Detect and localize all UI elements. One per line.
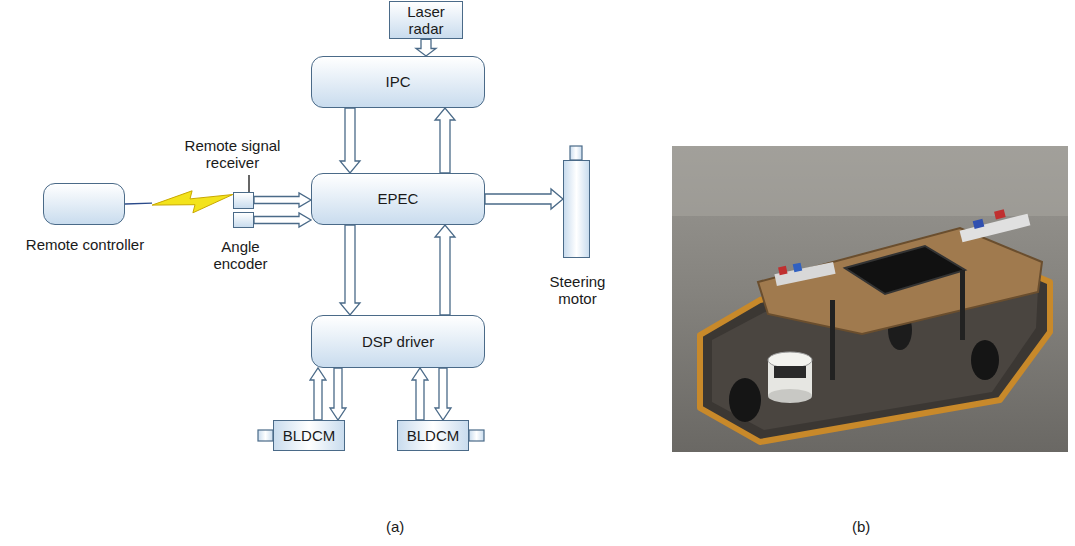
controller-box: EPEC: [311, 173, 485, 225]
block-arrow: [435, 225, 455, 315]
block-arrow: [310, 368, 326, 420]
block-arrow: [435, 368, 451, 420]
outside-label: Steering motor: [541, 273, 615, 308]
box-label: BLDCM: [280, 427, 339, 444]
outside-label: Remote controller: [0, 236, 170, 253]
process-box: IPC: [311, 56, 485, 108]
panel-label: (b): [852, 518, 870, 535]
sensor-box: Laser radar: [389, 1, 463, 40]
panel-label: (a): [386, 518, 404, 535]
block-arrow: [340, 108, 360, 173]
block-arrow: [254, 193, 311, 207]
motor-box: Steering motor: [563, 160, 590, 258]
block-arrow: [485, 189, 563, 209]
block-arrow: [340, 225, 360, 315]
box-label: Laser radar: [390, 3, 462, 38]
receiver-box: Remote signal receiver: [233, 192, 254, 209]
wireless-link: [125, 191, 233, 213]
motor-shaft: [570, 146, 582, 160]
vehicle-photo: [672, 146, 1068, 452]
block-arrow: [330, 368, 346, 420]
box-label: DSP driver: [359, 333, 437, 350]
antenna: [248, 175, 250, 192]
driver-box: DSP driver: [311, 315, 485, 368]
controller-box: Remote controller: [43, 183, 125, 225]
block-arrow: [254, 213, 311, 227]
motor-box: BLDCM: [397, 420, 469, 451]
motor-box: BLDCM: [273, 420, 345, 451]
block-arrow: [435, 108, 455, 173]
motor-shaft: [258, 430, 273, 441]
block-arrow: [412, 368, 428, 420]
motor-shaft: [469, 430, 484, 441]
box-label: IPC: [382, 73, 413, 90]
outside-label: Remote signal receiver: [181, 137, 285, 172]
encoder-box: Angle encoder: [233, 212, 254, 228]
box-label: BLDCM: [404, 427, 463, 444]
outside-label: Angle encoder: [209, 238, 273, 273]
box-label: EPEC: [375, 190, 422, 207]
block-arrow: [416, 39, 436, 56]
